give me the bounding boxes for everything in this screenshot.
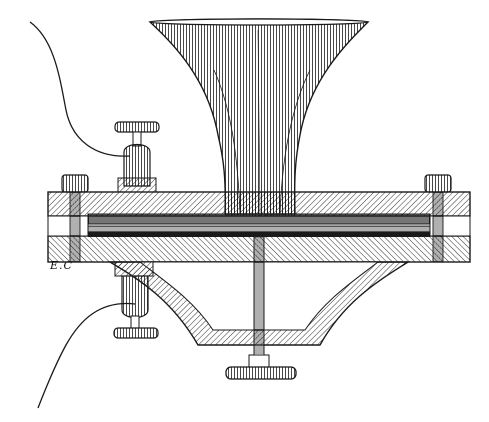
lead-wire-lower (37, 302, 136, 409)
binding-post-lower (113, 261, 159, 339)
adjusting-screw (225, 236, 297, 380)
lead-wire-upper (29, 21, 131, 157)
mouthpiece-horn (148, 18, 370, 215)
engraver-signature: E.C (50, 259, 73, 272)
binding-post-upper (114, 121, 160, 193)
side-screw-left (61, 174, 89, 263)
side-screw-right (424, 174, 452, 263)
diaphragm (87, 213, 431, 237)
